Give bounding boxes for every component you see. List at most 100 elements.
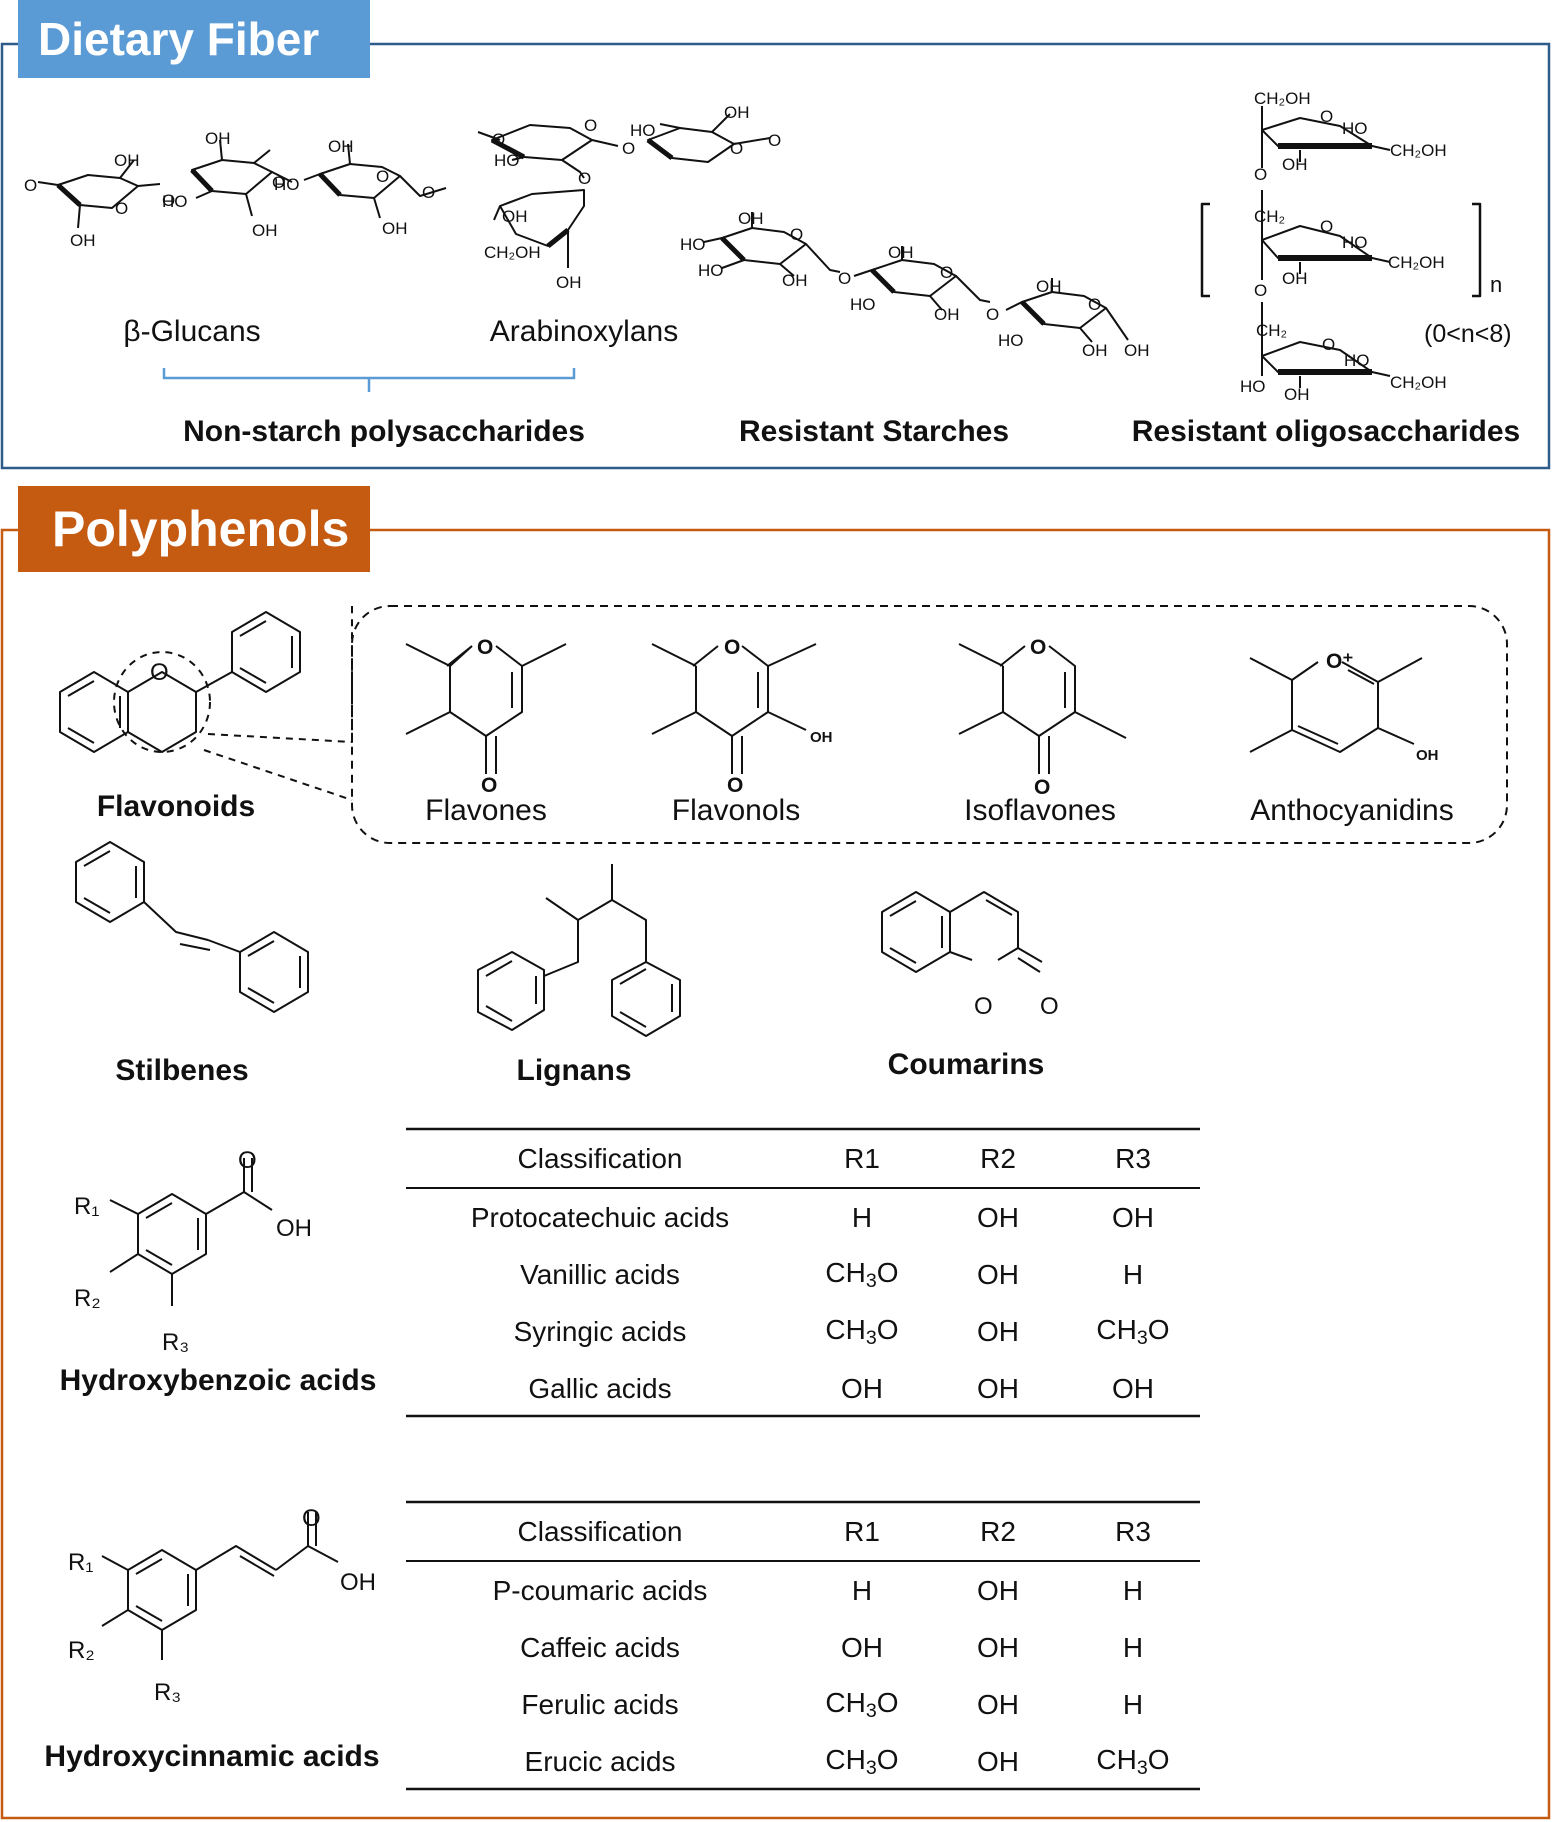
svg-text:O: O: [150, 659, 169, 686]
svg-text:R₂: R₂: [74, 1285, 101, 1312]
header-classification: Classification: [406, 1130, 794, 1189]
svg-text:O: O: [1254, 281, 1267, 300]
svg-text:O: O: [790, 225, 803, 244]
hydroxycinnamic-table: Classification R1 R2 R3 P-coumaric acids…: [406, 1503, 1200, 1790]
header-classification: Classification: [406, 1503, 794, 1562]
header-r3: R3: [1066, 1503, 1200, 1562]
svg-text:R₂: R₂: [68, 1637, 95, 1664]
svg-text:CH₂OH: CH₂OH: [1390, 373, 1447, 392]
svg-text:O: O: [477, 636, 493, 659]
table-cell: Syringic acids: [513, 1315, 687, 1347]
svg-text:OH: OH: [810, 729, 833, 746]
svg-text:O: O: [578, 169, 591, 188]
n-subscript-label: n: [1490, 272, 1503, 297]
hydroxycinnamic-label: Hydroxycinnamic acids: [44, 1740, 380, 1773]
svg-text:O: O: [115, 199, 128, 218]
dietary-fiber-title: Dietary Fiber: [18, 0, 370, 78]
coumarins-label: Coumarins: [887, 1048, 1045, 1081]
svg-text:O: O: [481, 774, 497, 797]
svg-text:O: O: [584, 116, 597, 135]
svg-text:O: O: [1030, 636, 1046, 659]
polyphenols-title: Polyphenols: [18, 486, 370, 572]
table-row: Syringic acids CH3O OH CH3O: [406, 1303, 1200, 1360]
svg-text:O: O: [768, 131, 781, 150]
svg-text:O: O: [730, 139, 743, 158]
table-row: Protocatechuic acids H OH OH: [406, 1188, 1200, 1246]
svg-text:OH: OH: [1416, 747, 1439, 764]
flavones-structure: [405, 643, 567, 774]
svg-text:OH: OH: [724, 103, 750, 122]
svg-text:O: O: [940, 263, 953, 282]
resistant-oligosaccharide-structure: [1200, 106, 1482, 388]
coumarin-structure: [881, 891, 1043, 973]
n-range-label: (0<n<8): [1424, 320, 1512, 348]
table-cell: OH: [977, 1315, 1019, 1347]
resistant-starches-label: Resistant Starches: [738, 415, 1010, 448]
resistant-oligosaccharides-label: Resistant oligosaccharides: [1131, 415, 1521, 448]
resistant-starch-structure: [703, 212, 1129, 343]
stilbene-structure: [75, 841, 309, 1013]
table-cell: Vanillic acids: [520, 1258, 680, 1290]
table-cell: OH: [1112, 1372, 1154, 1404]
isoflavones-label: Isoflavones: [964, 794, 1116, 827]
table-cell: H: [851, 1201, 873, 1233]
svg-text:HO: HO: [850, 295, 876, 314]
arabinoxylan-structure: [477, 113, 771, 268]
table-cell: CH3O: [825, 1686, 899, 1722]
beta-glucans-label: β-Glucans: [123, 315, 261, 348]
table-cell: OH: [841, 1372, 883, 1404]
svg-text:OH: OH: [252, 221, 278, 240]
header-r2: R2: [930, 1130, 1066, 1189]
header-r2: R2: [930, 1503, 1066, 1562]
svg-text:OH: OH: [1284, 385, 1310, 404]
svg-text:OH: OH: [1282, 155, 1308, 174]
svg-text:OH: OH: [70, 231, 96, 250]
svg-text:HO: HO: [1342, 233, 1368, 252]
flavones-label: Flavones: [425, 794, 547, 827]
svg-text:CH₂OH: CH₂OH: [484, 243, 541, 262]
svg-text:OH: OH: [888, 243, 914, 262]
table-cell: H: [1122, 1574, 1144, 1606]
dietary-fiber-border: [0, 42, 1551, 470]
table-cell: OH: [977, 1201, 1019, 1233]
flavonoid-structure: [59, 605, 1508, 844]
table-cell: H: [1122, 1258, 1144, 1290]
svg-text:O: O: [974, 993, 993, 1020]
table-cell: H: [1122, 1688, 1144, 1720]
table-cell: OH: [977, 1574, 1019, 1606]
table-row: Vanillic acids CH3O OH H: [406, 1246, 1200, 1303]
hydroxybenzoic-table: Classification R1 R2 R3 Protocatechuic a…: [406, 1130, 1200, 1417]
svg-text:O: O: [838, 269, 851, 288]
svg-text:O: O: [1322, 335, 1335, 354]
svg-text:HO: HO: [680, 235, 706, 254]
table-rules: [406, 1127, 1200, 1791]
svg-text:O: O: [986, 305, 999, 324]
table-cell: Protocatechuic acids: [470, 1201, 730, 1233]
svg-text:O: O: [1254, 165, 1267, 184]
svg-text:OH: OH: [276, 1215, 312, 1242]
svg-text:R₃: R₃: [154, 1679, 181, 1706]
svg-text:O: O: [1320, 107, 1333, 126]
svg-text:HO: HO: [698, 261, 724, 280]
svg-text:CH₂OH: CH₂OH: [1388, 253, 1445, 272]
svg-text:O: O: [302, 1505, 321, 1532]
svg-text:O: O: [376, 167, 389, 186]
arabinoxylans-label: Arabinoxylans: [489, 315, 679, 348]
svg-text:OH: OH: [782, 271, 808, 290]
anthocyanidins-label: Anthocyanidins: [1250, 794, 1454, 827]
svg-text:OH: OH: [205, 129, 231, 148]
svg-text:O: O: [724, 636, 740, 659]
svg-text:HO: HO: [274, 175, 300, 194]
svg-text:O: O: [422, 183, 435, 202]
svg-text:R₁: R₁: [74, 1193, 99, 1220]
svg-text:OH: OH: [502, 207, 528, 226]
flavonols-structure: [651, 643, 817, 774]
svg-text:O: O: [1088, 295, 1101, 314]
svg-text:O: O: [1040, 993, 1059, 1020]
svg-text:CH₂OH: CH₂OH: [1254, 89, 1311, 108]
table-cell: CH3O: [1096, 1743, 1170, 1779]
